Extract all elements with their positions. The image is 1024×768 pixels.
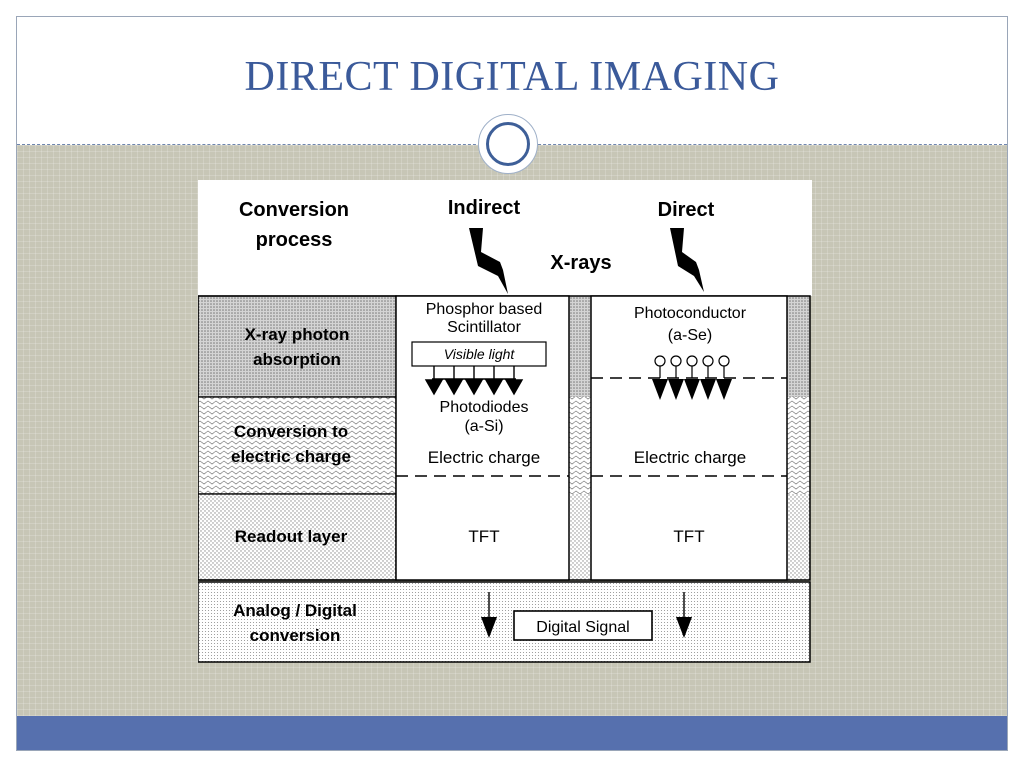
edge-conversion — [787, 397, 810, 494]
footer-bar — [17, 716, 1007, 750]
slide: DIRECT DIGITAL IMAGING — [16, 16, 1008, 751]
band-conversion — [197, 396, 397, 495]
row-adc-line2: conversion — [250, 626, 341, 645]
signal-arrow-direct-icon — [676, 592, 692, 638]
ring-ornament-icon — [478, 114, 538, 174]
photodiodes-line1: Photodiodes — [440, 399, 529, 416]
visible-light-label: Visible light — [444, 346, 516, 362]
diagram-svg: Conversion process Indirect Direct X-ray… — [197, 180, 812, 663]
band-adc — [197, 581, 811, 663]
direct-tft-label: TFT — [673, 527, 704, 546]
detector-diagram: Conversion process Indirect Direct X-ray… — [197, 180, 812, 666]
row-absorption-line2: absorption — [253, 350, 341, 369]
header-conversion-line1: Conversion — [239, 199, 349, 221]
row-conversion-line2: electric charge — [231, 447, 351, 466]
header-direct-label: Direct — [658, 199, 715, 221]
digital-signal-box — [513, 610, 653, 641]
header-background — [198, 180, 812, 296]
strip-readout — [569, 494, 591, 580]
xray-bolt-direct-icon — [670, 228, 704, 292]
direct-detector — [590, 295, 788, 581]
direct-electric-charge: Electric charge — [634, 448, 746, 467]
header-indirect-label: Indirect — [448, 197, 521, 219]
row-absorption-line1: X-ray photon — [245, 325, 350, 344]
photoconductor-line2: (a-Se) — [668, 327, 712, 344]
direct-charge-arrows — [652, 379, 732, 400]
photoconductor-line1: Photoconductor — [634, 305, 747, 322]
indirect-scintillator-line1: Phosphor based — [426, 301, 543, 318]
edge-absorption — [787, 296, 810, 397]
row-conversion-line1: Conversion to — [234, 422, 348, 441]
visible-light-box — [411, 341, 547, 367]
band-absorption — [197, 295, 397, 398]
signal-arrow-indirect-icon — [481, 592, 497, 638]
indirect-tft-label: TFT — [468, 527, 499, 546]
visible-light-arrows — [424, 366, 524, 396]
row-readout-label: Readout layer — [235, 527, 348, 546]
header-xrays-label: X-rays — [550, 252, 611, 274]
edge-readout — [787, 494, 810, 580]
xray-bolt-indirect-icon — [469, 228, 508, 294]
strip-absorption — [569, 296, 591, 397]
strip-conversion — [569, 397, 591, 494]
ring-inner — [486, 122, 530, 166]
photodiodes-line2: (a-Si) — [464, 418, 503, 435]
digital-signal-label: Digital Signal — [536, 619, 629, 636]
header-conversion-line2: process — [256, 229, 333, 251]
row-adc-line1: Analog / Digital — [233, 601, 357, 620]
indirect-electric-charge: Electric charge — [428, 448, 540, 467]
indirect-scintillator-line2: Scintillator — [447, 319, 521, 336]
electron-hole-symbols — [654, 355, 730, 378]
slide-title: DIRECT DIGITAL IMAGING — [244, 54, 780, 100]
